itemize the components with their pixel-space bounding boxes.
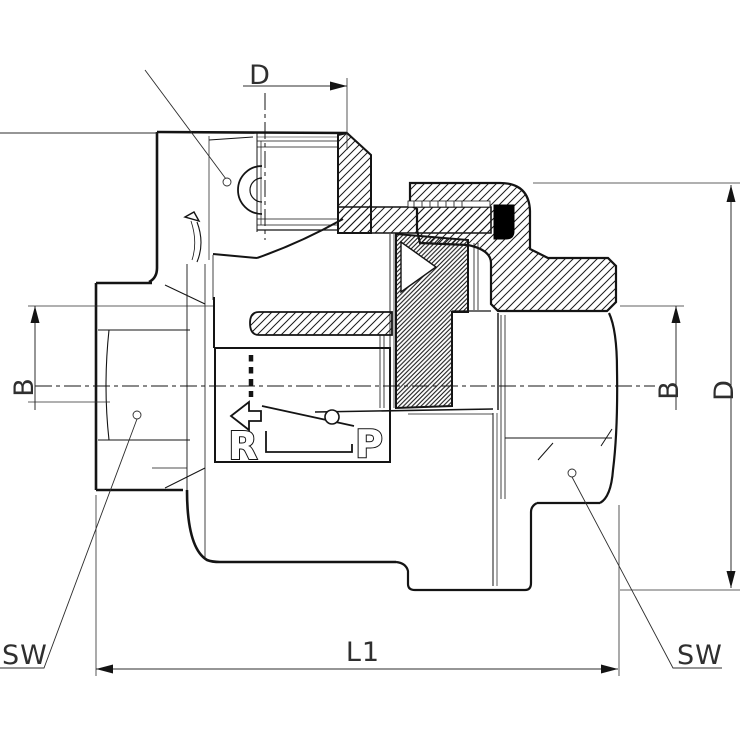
label-right-outer-diameter: D: [709, 379, 740, 401]
right-port-nut: [497, 312, 619, 505]
centerlines: [35, 93, 655, 387]
top-port-thread: [237, 133, 338, 232]
engraved-symbol: R P: [214, 347, 391, 469]
engraved-letter-p: P: [355, 422, 383, 466]
seal-ring: [493, 204, 515, 240]
leader-target-circle: [567, 468, 577, 478]
lower-body: [185, 234, 538, 592]
thread-gap: [407, 200, 491, 208]
label-wrench-right: SW: [677, 640, 723, 671]
label-wrench-left: SW: [2, 640, 48, 671]
symbol-arrow: [229, 400, 262, 432]
arrowhead: [726, 571, 736, 588]
label-left-bore: B: [9, 377, 40, 397]
piston-section-hatched: [395, 232, 469, 410]
arrowhead: [671, 306, 681, 323]
arrowhead: [601, 664, 618, 674]
dimension-labels: D B B D L1 SW SW: [2, 60, 740, 671]
arrowhead: [726, 185, 736, 202]
arrowhead: [330, 81, 347, 91]
arrowhead: [30, 306, 40, 323]
symbol-frame: [214, 347, 391, 463]
label-overall-length: L1: [346, 637, 380, 668]
arrowhead: [96, 664, 113, 674]
dimensions: [0, 69, 740, 676]
check-ball: [237, 165, 263, 215]
engraved-letter-r: R: [228, 424, 257, 468]
piston-notch: [400, 240, 438, 294]
thread-teeth: [413, 201, 463, 207]
upper-body: [148, 130, 348, 558]
label-right-bore: B: [654, 380, 685, 400]
label-top-diameter: D: [249, 60, 271, 91]
leader-target-circle: [222, 177, 232, 187]
leader-target-circle: [132, 410, 142, 420]
